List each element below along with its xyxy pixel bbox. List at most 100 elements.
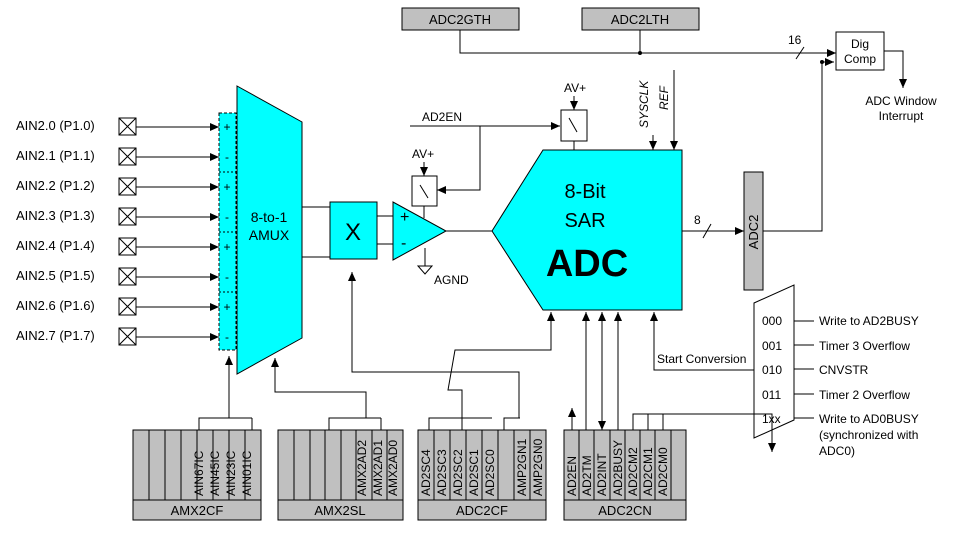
register-name: AMX2CF	[171, 503, 224, 518]
register-bit: AD2CM2	[626, 447, 640, 496]
ad2en-label: AD2EN	[422, 110, 462, 124]
start-conversion-label: Start Conversion	[657, 352, 746, 366]
bus-width: 8	[694, 213, 701, 227]
x-block: X	[329, 201, 378, 260]
conv-source: Timer 2 Overflow	[819, 388, 910, 402]
register-bit: AD2EN	[565, 456, 579, 496]
register-amx2sl: AMX2AD2 AMX2AD1 AMX2AD0 AMX2SL	[277, 429, 404, 521]
conv-code: 1xx	[762, 412, 781, 426]
amux-block: 8-to-1 AMUX	[236, 85, 303, 375]
conv-note: (synchronized with	[819, 428, 918, 442]
conv-source: CNVSTR	[819, 363, 869, 377]
input-label: AIN2.3 (P1.3)	[16, 208, 95, 223]
input-label: AIN2.5 (P1.5)	[16, 268, 95, 283]
register-bit: AIN01IC	[240, 450, 254, 496]
svg-text:ADC2LTH: ADC2LTH	[611, 12, 669, 27]
register-bit: AD2SC4	[419, 449, 433, 496]
analog-inputs: AIN2.0 (P1.0) AIN2.1 (P1.1) AIN2.2 (P1.2…	[16, 117, 219, 346]
register-bit: AD2SC3	[435, 449, 449, 496]
polarity-mark: +	[223, 120, 230, 134]
polarity-mark: +	[223, 240, 230, 254]
amp-plus: +	[400, 209, 409, 226]
register-amx2cf: AIN67IC AIN45IC AIN23IC AIN01IC AMX2CF	[132, 429, 262, 521]
svg-text:ADC2GTH: ADC2GTH	[429, 12, 491, 27]
register-bit: AD2TM	[580, 455, 594, 496]
register-bit: AMP2GN1	[515, 438, 529, 496]
agnd-label: AGND	[434, 273, 469, 287]
input-pin: AIN2.6 (P1.6)	[16, 297, 219, 316]
ref-label: REF	[657, 85, 671, 110]
x-label: X	[345, 219, 361, 246]
register-bit: AMX2AD2	[355, 440, 369, 496]
input-pin: AIN2.5 (P1.5)	[16, 267, 219, 286]
register-bit: AMX2AD1	[371, 440, 385, 496]
input-label: AIN2.1 (P1.1)	[16, 148, 95, 163]
adc-block: 8-Bit SAR ADC	[491, 149, 683, 311]
input-label: AIN2.6 (P1.6)	[16, 298, 95, 313]
conv-code: 000	[762, 314, 782, 328]
adc-label: 8-Bit	[564, 181, 606, 203]
conv-note: ADC0)	[819, 444, 855, 458]
polarity-strip: + - + - + - + -	[218, 112, 237, 351]
svg-text:Comp: Comp	[844, 52, 876, 66]
lth-register: ADC2LTH	[581, 7, 700, 31]
power-switch	[411, 175, 438, 207]
input-label: AIN2.0 (P1.0)	[16, 118, 95, 133]
register-name: ADC2CF	[456, 503, 508, 518]
register-adc2cf: AD2SC4 AD2SC3 AD2SC2 AD2SC1 AD2SC0 AMP2G…	[417, 429, 547, 521]
register-bit: AMP2GN0	[531, 438, 545, 496]
input-pin: AIN2.2 (P1.2)	[16, 177, 219, 196]
polarity-mark: -	[225, 210, 229, 224]
amux-label: AMUX	[249, 227, 290, 243]
bus-width: 16	[788, 33, 802, 47]
input-pin: AIN2.4 (P1.4)	[16, 237, 219, 256]
window-interrupt-label: Interrupt	[879, 109, 924, 123]
amp-minus: -	[401, 235, 406, 252]
conv-code: 010	[762, 363, 782, 377]
polarity-mark: -	[225, 330, 229, 344]
input-label: AIN2.4 (P1.4)	[16, 238, 95, 253]
conv-mux: 000 001 010 011 1xx	[753, 284, 795, 439]
register-adc2cn: AD2EN AD2TM AD2INT AD2BUSY AD2CM2 AD2CM1…	[563, 429, 687, 521]
register-bit: AD2BUSY	[611, 440, 625, 496]
amux-label: 8-to-1	[251, 209, 288, 225]
svg-text:Dig: Dig	[851, 37, 869, 51]
polarity-mark: +	[223, 300, 230, 314]
input-pin: AIN2.1 (P1.1)	[16, 147, 219, 166]
register-bit: AIN67IC	[192, 450, 206, 496]
conv-code: 011	[762, 388, 781, 402]
polarity-mark: -	[225, 270, 229, 284]
register-bit: AD2CM1	[641, 447, 655, 496]
sysclk-label: SYSCLK	[637, 80, 651, 128]
conv-source: Write to AD2BUSY	[819, 314, 919, 328]
avplus-label: AV+	[564, 81, 586, 95]
register-bit: AD2CM0	[656, 447, 670, 496]
register-name: AMX2SL	[314, 503, 365, 518]
power-switch	[560, 109, 588, 142]
input-label: AIN2.7 (P1.7)	[16, 328, 95, 343]
input-pin: AIN2.3 (P1.3)	[16, 207, 219, 226]
amplifier: + -	[392, 201, 448, 261]
register-bit: AIN23IC	[224, 450, 238, 496]
input-label: AIN2.2 (P1.2)	[16, 178, 95, 193]
input-pin: AIN2.0 (P1.0)	[16, 117, 219, 136]
register-bit: AD2INT	[595, 453, 609, 496]
dig-comp: Dig Comp	[835, 31, 885, 71]
adc2-register: ADC2	[743, 171, 764, 291]
polarity-mark: -	[225, 150, 229, 164]
avplus-label: AV+	[412, 147, 434, 161]
window-interrupt-label: ADC Window	[865, 94, 937, 108]
conv-code: 001	[762, 339, 782, 353]
adc-label: SAR	[564, 210, 605, 232]
register-bit: AMX2AD0	[386, 440, 400, 496]
input-pin: AIN2.7 (P1.7)	[16, 327, 219, 346]
svg-text:ADC2: ADC2	[746, 215, 761, 250]
register-bit: AD2SC0	[483, 449, 497, 496]
polarity-mark: +	[223, 180, 230, 194]
register-name: ADC2CN	[598, 503, 651, 518]
conv-source: Write to AD0BUSY	[819, 412, 919, 426]
adc-label: ADC	[546, 243, 628, 285]
register-bit: AD2SC2	[451, 449, 465, 496]
conv-source: Timer 3 Overflow	[819, 339, 910, 353]
